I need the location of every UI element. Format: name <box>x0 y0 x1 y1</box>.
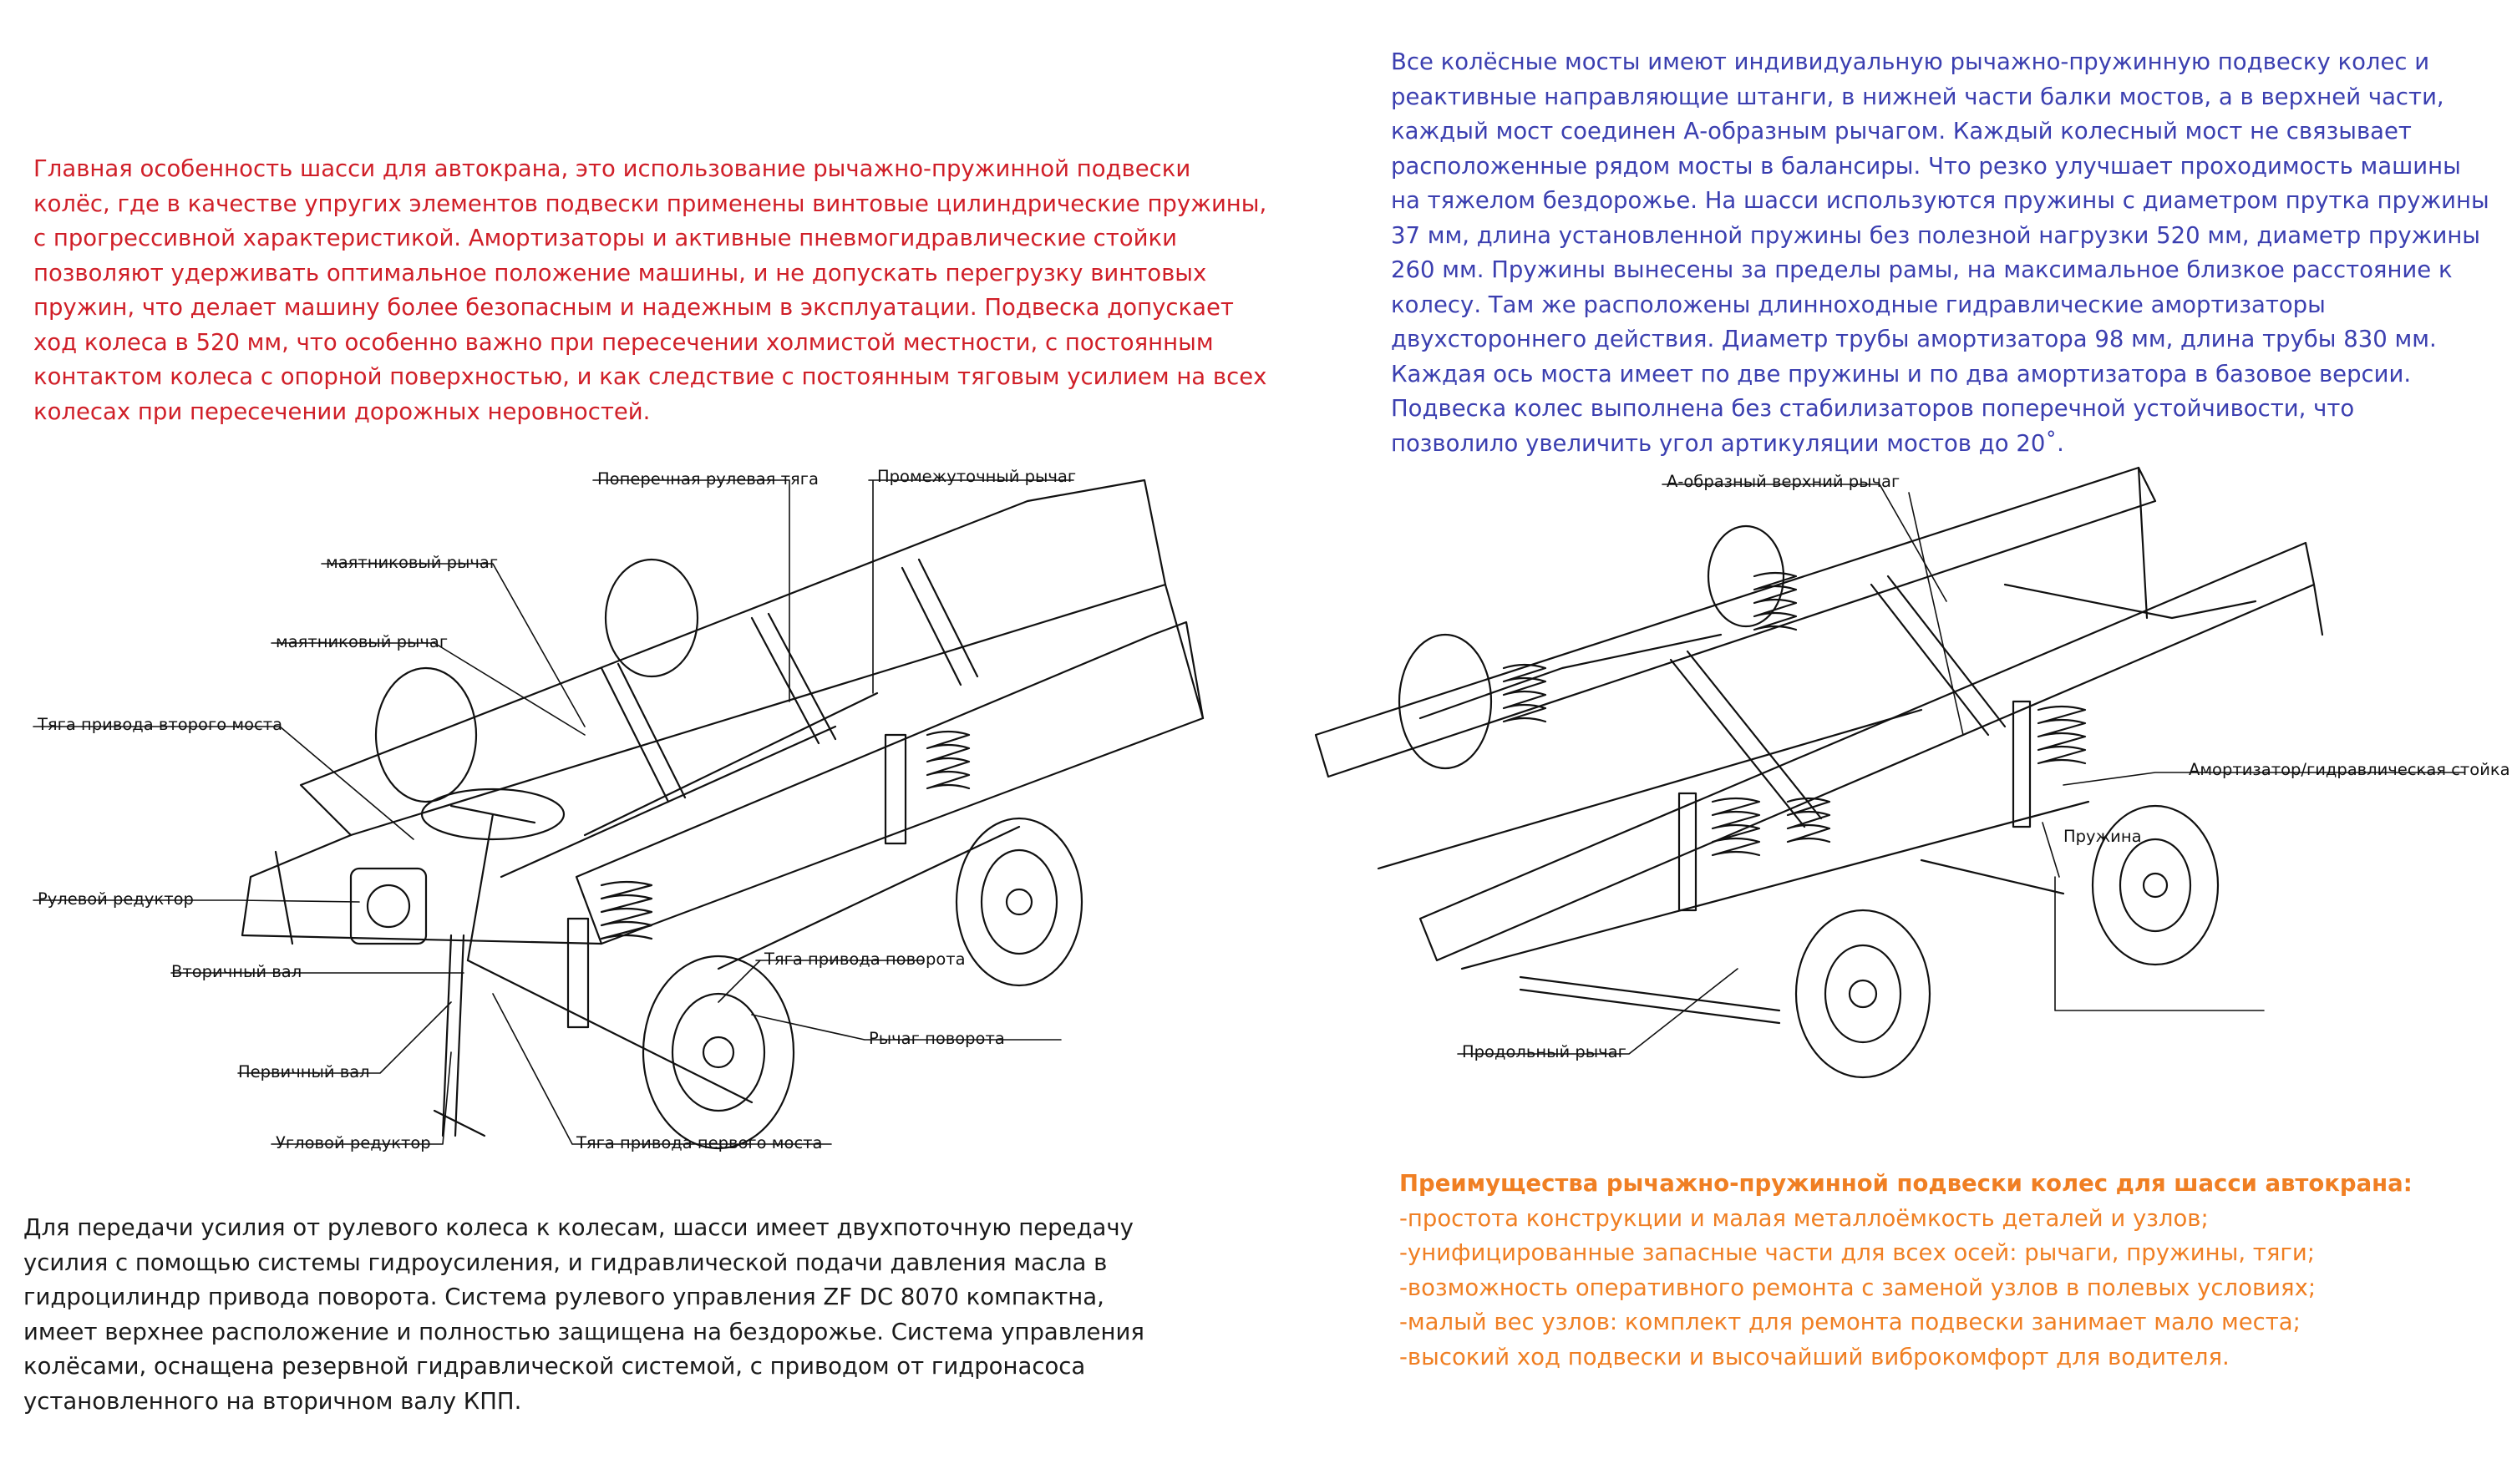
black-line: Для передачи усилия от рулевого колеса к… <box>23 1214 1134 1241</box>
blue-line: Все колёсные мосты имеют индивидуальную … <box>1391 48 2430 75</box>
red-line: с прогрессивной характеристикой. Амортиз… <box>33 225 1177 251</box>
axle-description-paragraph: Все колёсные мосты имеют индивидуальную … <box>1391 45 2489 461</box>
red-line: контактом колеса с опорной поверхностью,… <box>33 363 1267 390</box>
label-longitudinal-arm: Продольный рычаг <box>1462 1042 1626 1061</box>
label-secondary-shaft: Вторичный вал <box>171 962 302 981</box>
advantage-item: -малый вес узлов: комплект для ремонта п… <box>1399 1309 2301 1335</box>
label-second-axle-rod: Тяга привода второго моста <box>38 715 283 734</box>
label-shock-strut: Амортизатор/гидравлическая стойка <box>2189 760 2510 779</box>
blue-line: реактивные направляющие штанги, в нижней… <box>1391 83 2444 110</box>
steering-chassis-drawing <box>241 479 1205 1150</box>
label-primary-shaft: Первичный вал <box>238 1062 370 1081</box>
blue-line: колесу. Там же расположены длинноходные … <box>1391 291 2326 318</box>
label-first-axle-rod: Тяга привода первого моста <box>576 1133 823 1152</box>
advantages-list: Преимущества рычажно-пружинной подвески … <box>1399 1167 2413 1375</box>
label-turn-drive-rod: Тяга привода поворота <box>764 950 966 969</box>
blue-line: каждый мост соединен А-образным рычагом.… <box>1391 118 2412 144</box>
advantage-item: -унифицированные запасные части для всех… <box>1399 1239 2315 1266</box>
advantages-heading: Преимущества рычажно-пружинной подвески … <box>1399 1170 2413 1197</box>
advantage-item: -высокий ход подвески и высочайший вибро… <box>1399 1343 2230 1370</box>
red-line: колёс, где в качестве упругих элементов … <box>33 190 1267 217</box>
red-line: позволяют удерживать оптимальное положен… <box>33 259 1207 286</box>
black-line: гидроцилиндр привода поворота. Система р… <box>23 1284 1104 1310</box>
blue-line: Каждая ось моста имеет по две пружины и … <box>1391 360 2412 387</box>
blue-line: 260 мм. Пружины вынесены за пределы рамы… <box>1391 256 2453 283</box>
label-cross-tie-rod: Поперечная рулевая тяга <box>597 469 819 489</box>
label-pendulum-lever-1: маятниковый рычаг <box>326 553 499 572</box>
label-angle-gear: Угловой редуктор <box>276 1133 431 1152</box>
advantage-item: -простота конструкции и малая металлоёмк… <box>1399 1204 2209 1232</box>
suspension-intro-paragraph: Главная особенность шасси для автокрана,… <box>33 152 1266 429</box>
label-a-arm: А-образный верхний рычаг <box>1667 472 1900 491</box>
red-line: ход колеса в 520 мм, что особенно важно … <box>33 328 1214 356</box>
red-line: Главная особенность шасси для автокрана,… <box>33 155 1191 182</box>
label-turn-lever: Рычаг поворота <box>869 1029 1005 1048</box>
blue-line: на тяжелом бездорожье. На шасси использу… <box>1391 187 2489 214</box>
label-pendulum-lever-2: маятниковый рычаг <box>276 632 449 651</box>
label-spring: Пружина <box>2063 827 2142 846</box>
black-line: колёсами, оснащена резервной гидравличес… <box>23 1353 1086 1380</box>
blue-line: позволило увеличить угол артикуляции мос… <box>1391 429 2064 457</box>
suspension-leader-lines <box>1457 484 2465 1055</box>
steering-description-paragraph: Для передачи усилия от рулевого колеса к… <box>23 1211 1144 1419</box>
blue-line: 37 мм, длина установленной пружины без п… <box>1391 221 2481 249</box>
blue-line: двухстороннего действия. Диаметр трубы а… <box>1391 326 2437 352</box>
advantage-item: -возможность оперативного ремонта с заме… <box>1399 1274 2317 1301</box>
label-steering-gear: Рулевой редуктор <box>38 889 194 909</box>
steering-leader-lines <box>33 479 1074 1145</box>
blue-line: Подвеска колес выполнена без стабилизато… <box>1391 395 2355 422</box>
red-line: пружин, что делает машину более безопасн… <box>33 294 1234 321</box>
black-line: установленного на вторичном валу КПП. <box>23 1387 522 1415</box>
blue-line: расположенные рядом мосты в балансиры. Ч… <box>1391 152 2461 180</box>
label-intermediate-lever: Промежуточный рычаг <box>877 467 1077 486</box>
black-line: усилия с помощью системы гидроусиления, … <box>23 1248 1108 1276</box>
black-line: имеет верхнее расположение и полностью з… <box>23 1318 1144 1345</box>
red-line: колесах при пересечении дорожных неровно… <box>33 398 651 425</box>
suspension-chassis-drawing <box>1314 466 2324 1079</box>
